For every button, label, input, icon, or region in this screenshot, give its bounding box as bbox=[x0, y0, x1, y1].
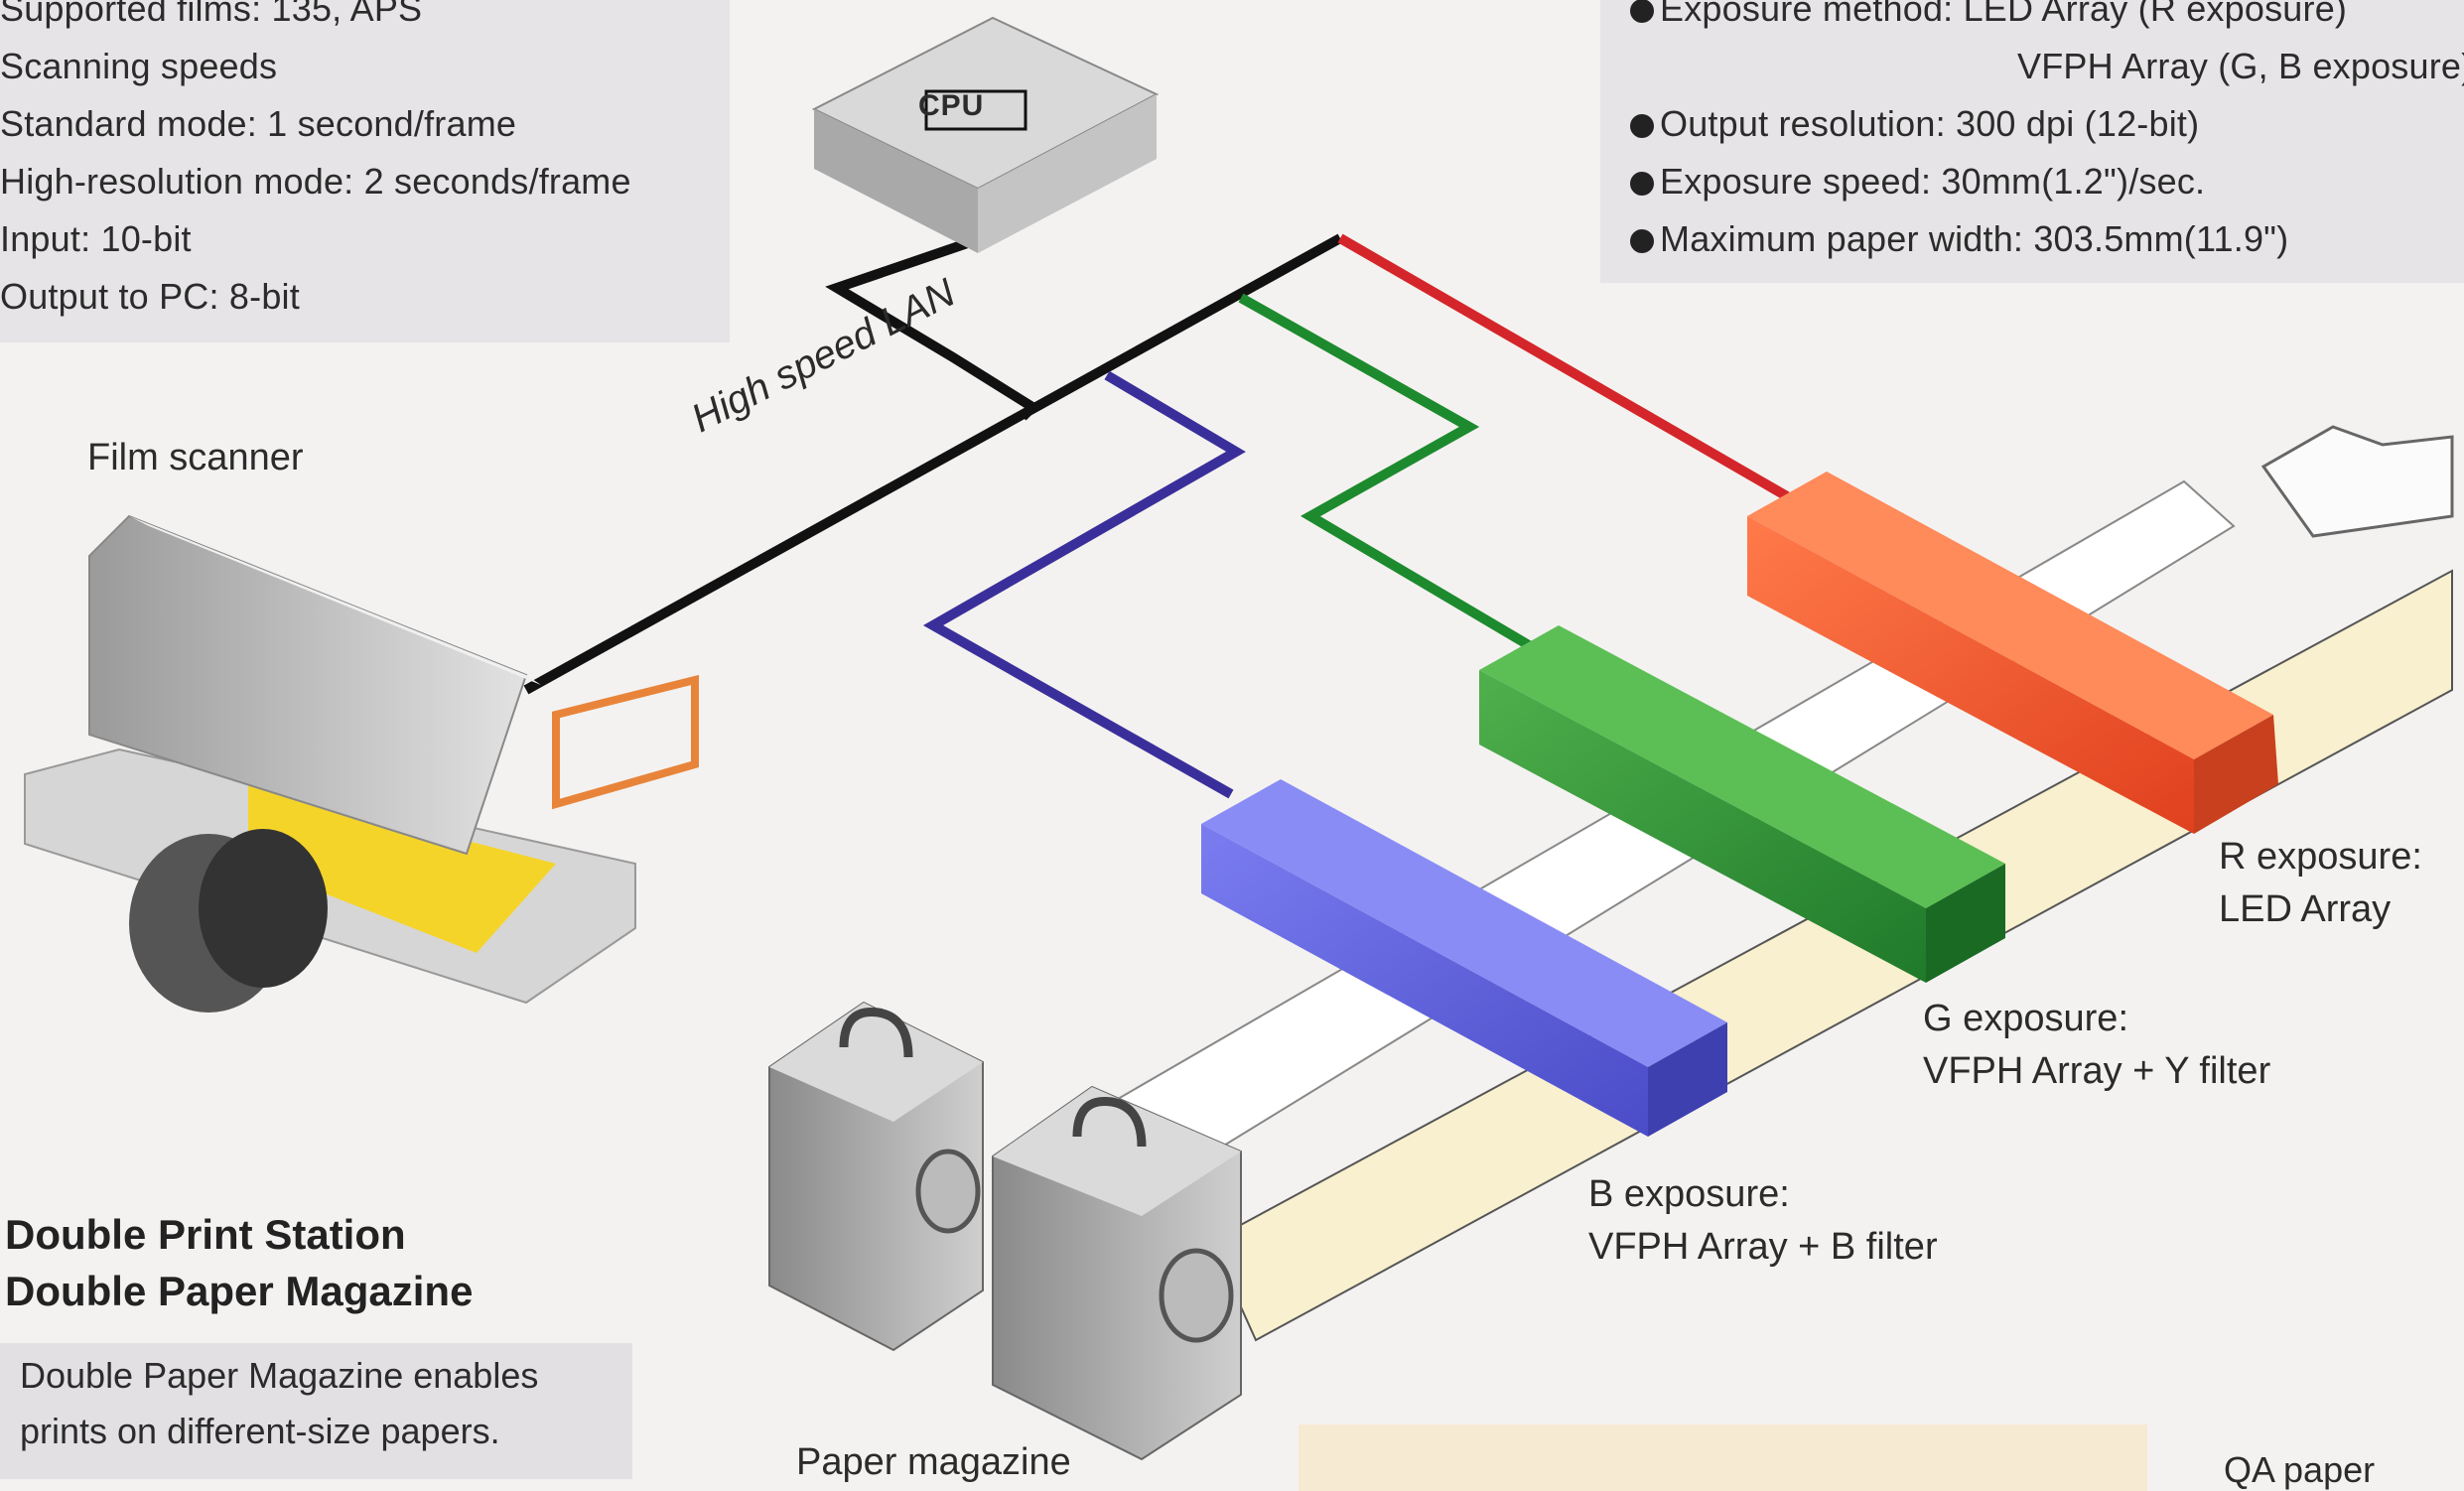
spec-output-resolution: Output resolution: 300 dpi (12-bit) bbox=[1660, 103, 2200, 144]
spec-max-paper-width: Maximum paper width: 303.5mm(11.9") bbox=[1660, 218, 2289, 259]
b-exposure-label: B exposure: bbox=[1588, 1173, 1790, 1215]
spec-standard-mode: Standard mode: 1 second/frame bbox=[0, 103, 517, 144]
qa-paper-label: QA paper bbox=[2224, 1449, 2376, 1490]
printer-spec-panel: Exposure method: LED Array (R exposure) … bbox=[1600, 0, 2464, 283]
spec-high-res-mode: High-resolution mode: 2 seconds/frame bbox=[0, 161, 631, 202]
film-scanner-label: Film scanner bbox=[87, 437, 304, 478]
film-scanner bbox=[24, 514, 699, 1013]
r-exposure-type: LED Array bbox=[2219, 888, 2392, 930]
g-exposure-type: VFPH Array + Y filter bbox=[1923, 1050, 2271, 1092]
spec-exposure-method-cont: VFPH Array (G, B exposure) bbox=[2017, 46, 2464, 86]
spec-input-bits: Input: 10-bit bbox=[0, 218, 192, 259]
bullet-icon bbox=[1630, 114, 1654, 138]
bullet-icon bbox=[1630, 172, 1654, 196]
spec-output-bits: Output to PC: 8-bit bbox=[0, 276, 300, 317]
r-exposure-label: R exposure: bbox=[2219, 836, 2422, 878]
signal-lines bbox=[523, 231, 1790, 799]
magazine-note-box: Double Paper Magazine enables prints on … bbox=[0, 1343, 632, 1479]
b-exposure-type: VFPH Array + B filter bbox=[1588, 1226, 1938, 1268]
spec-supported-films: Supported films: 135, APS bbox=[0, 0, 423, 29]
qa-paper-sample bbox=[1299, 1424, 2147, 1491]
spec-scanning-speeds: Scanning speeds bbox=[0, 46, 278, 86]
bullet-icon bbox=[1630, 229, 1654, 253]
scanner-spec-panel: Supported films: 135, APS Scanning speed… bbox=[0, 0, 730, 342]
heading-double-print-station: Double Print Station bbox=[5, 1211, 406, 1258]
spec-exposure-method: Exposure method: LED Array (R exposure) bbox=[1660, 0, 2348, 29]
cpu-box bbox=[811, 16, 1160, 253]
bullet-icon bbox=[1630, 0, 1654, 23]
b-exposure-unit bbox=[1201, 779, 1727, 1137]
g-exposure-label: G exposure: bbox=[1923, 998, 2128, 1039]
g-exposure-unit bbox=[1479, 625, 2005, 983]
paper-magazine-label: Paper magazine bbox=[796, 1441, 1071, 1483]
note-line-1: Double Paper Magazine enables bbox=[20, 1355, 539, 1396]
heading-double-paper-magazine: Double Paper Magazine bbox=[5, 1268, 474, 1314]
cpu-label: CPU bbox=[918, 89, 985, 122]
note-line-2: prints on different-size papers. bbox=[20, 1411, 500, 1451]
spec-exposure-speed: Exposure speed: 30mm(1.2")/sec. bbox=[1660, 161, 2206, 202]
r-exposure-unit bbox=[1747, 472, 2278, 834]
paper-magazines bbox=[768, 1001, 1242, 1461]
